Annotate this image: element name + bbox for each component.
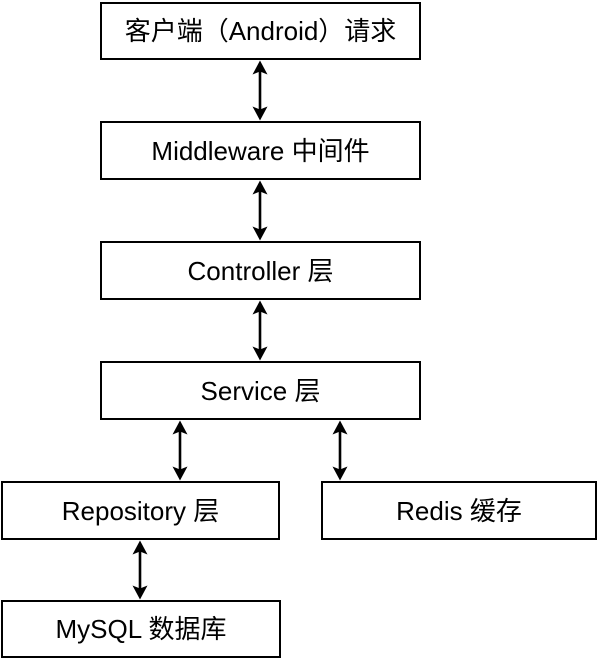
node-middleware-label: Middleware 中间件 <box>151 135 370 166</box>
arrowhead-up <box>252 60 268 75</box>
node-controller-layer: Controller 层 <box>100 241 421 300</box>
node-controller-layer-label: Controller 层 <box>187 255 334 286</box>
node-client-request: 客户端（Android）请求 <box>100 2 421 60</box>
arrowhead-down <box>332 466 348 481</box>
arrowhead-up <box>172 420 188 435</box>
arrowhead-up <box>332 420 348 435</box>
node-repository-layer-label: Repository 层 <box>61 495 220 526</box>
node-repository-layer: Repository 层 <box>1 481 280 540</box>
arrow-service-redis-icon <box>332 420 348 481</box>
node-client-request-label: 客户端（Android）请求 <box>124 16 397 46</box>
node-mysql-database-label: MySQL 数据库 <box>55 614 227 644</box>
arrow-client-middleware-icon <box>252 60 268 121</box>
arrow-repository-mysql-icon <box>132 540 148 600</box>
node-service-layer: Service 层 <box>100 361 421 420</box>
arrowhead-down <box>172 466 188 481</box>
node-redis-cache: Redis 缓存 <box>321 481 597 540</box>
node-redis-cache-label: Redis 缓存 <box>396 495 522 526</box>
arrow-controller-service-icon <box>252 300 268 361</box>
arrowhead-up <box>132 540 148 555</box>
arrowhead-down <box>132 585 148 600</box>
arrowhead-down <box>252 226 268 241</box>
arrowhead-up <box>252 300 268 315</box>
arrowhead-up <box>252 180 268 195</box>
node-mysql-database: MySQL 数据库 <box>1 600 281 658</box>
arrowhead-down <box>252 346 268 361</box>
node-service-layer-label: Service 层 <box>200 375 321 406</box>
arrow-middleware-controller-icon <box>252 180 268 241</box>
arrowhead-down <box>252 106 268 121</box>
arrow-service-repository-icon <box>172 420 188 481</box>
node-middleware: Middleware 中间件 <box>100 121 421 180</box>
